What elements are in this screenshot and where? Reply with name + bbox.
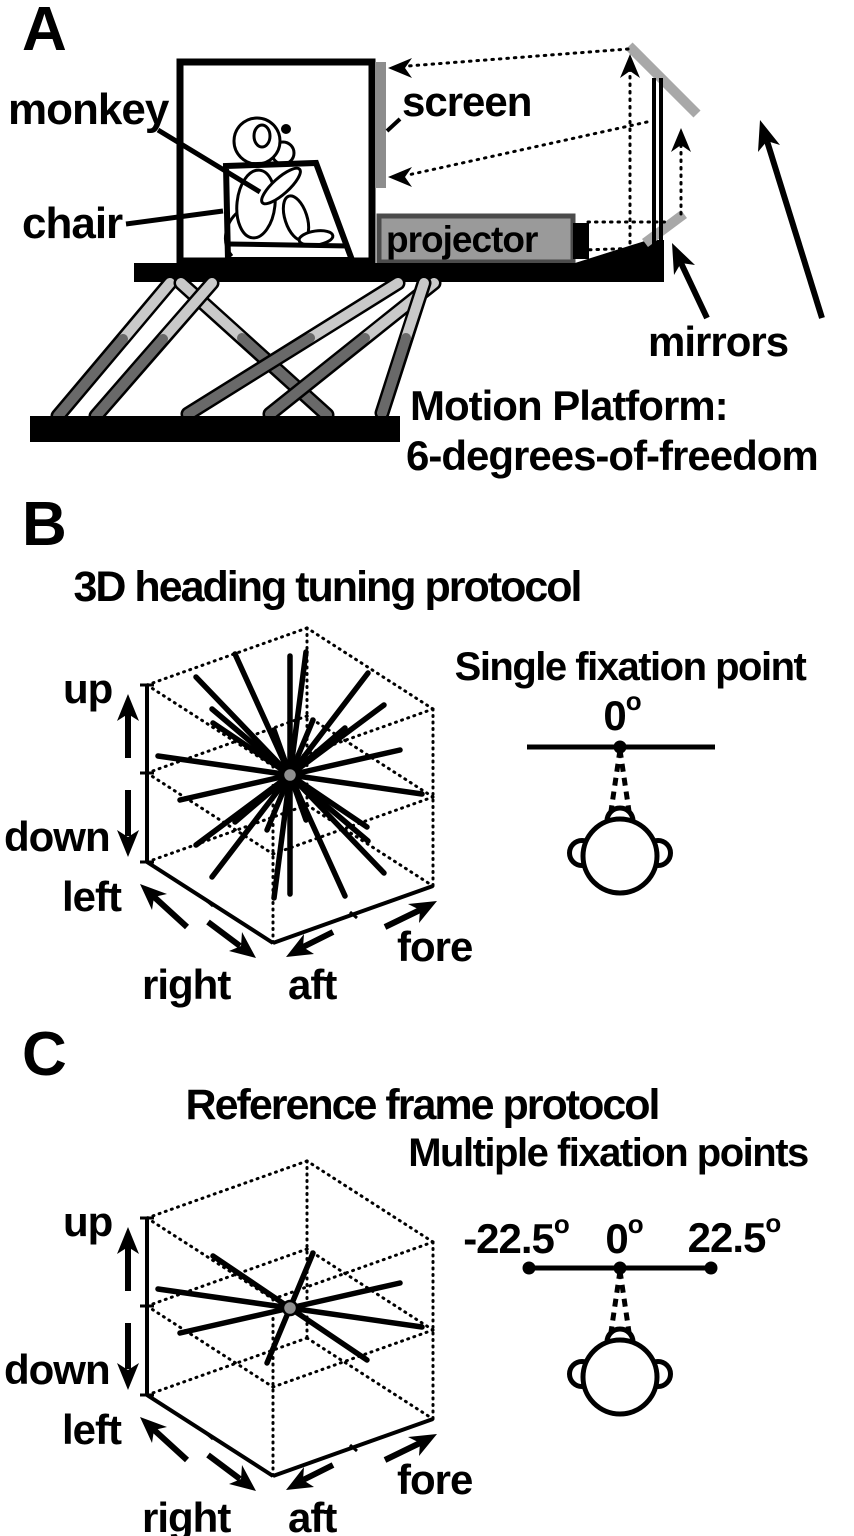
- panel-b-fixation-heading: Single fixation point: [455, 645, 807, 689]
- axis-label-up: up: [63, 665, 112, 712]
- axis-label-fore: fore: [397, 1456, 472, 1503]
- projector-label: projector: [386, 219, 538, 260]
- axis-label-down: down: [4, 813, 110, 860]
- screen-bar: [375, 62, 386, 188]
- axis-label-up: up: [63, 1198, 112, 1245]
- screen-label: screen: [402, 78, 531, 125]
- axis-label-right: right: [142, 961, 231, 1008]
- mirrors-label: mirrors: [648, 318, 788, 365]
- platform-top-bar: [134, 263, 658, 282]
- fixation-angle-label-right: 22.5o: [688, 1208, 781, 1261]
- chair-frame: [222, 159, 357, 263]
- origin-dot: [281, 766, 299, 784]
- mirror-bottom: [642, 209, 687, 248]
- panel-a-letter: A: [22, 0, 67, 64]
- mirrors-arrow-short-head-icon: [672, 243, 695, 275]
- monkey-arm: [260, 166, 302, 206]
- panel-b-fixation-diagram: Single fixation point 0o: [455, 645, 808, 896]
- axis-label-fore: fore: [397, 923, 472, 970]
- mirror-mount-wedge: [575, 240, 664, 282]
- fixation-point-dot-center: [613, 1261, 627, 1275]
- projector-lens: [573, 223, 589, 259]
- head-top-view: [567, 1326, 673, 1417]
- beam-up-arrow2-icon: [671, 128, 691, 152]
- mirrors-arrow-long-head-icon: [758, 120, 780, 152]
- panel-c-letter: C: [22, 1020, 67, 1089]
- screen-top-arrow-icon: [388, 58, 412, 78]
- fixation-point-dot: [613, 740, 627, 754]
- screen-bottom-arrow-icon: [388, 167, 412, 187]
- projector-box: [376, 213, 576, 265]
- panel-b-3d-plot: up down left right aft fore: [4, 628, 473, 1008]
- panel-c-fixation-diagram: -22.5o 0o 22.5o: [463, 1208, 781, 1417]
- beam-up-arrow-icon: [620, 54, 640, 78]
- monkey-body: [235, 168, 277, 240]
- fixation-angle-label: 0o: [603, 686, 640, 739]
- panel-c-title: Reference frame protocol: [186, 1081, 659, 1129]
- panel-c-fixation-heading: Multiple fixation points: [408, 1131, 808, 1175]
- mirrors-arrow-short: [678, 261, 710, 320]
- heading-direction-rays: [155, 1250, 425, 1366]
- gaze-line-right: [617, 749, 633, 819]
- panel-a: A monkey chair screen: [8, 0, 825, 479]
- heading-direction-rays: [155, 649, 425, 901]
- platform-caption-line1: Motion Platform:: [410, 382, 728, 429]
- monkey-label: monkey: [8, 85, 170, 134]
- fixation-point-dot-right: [704, 1261, 718, 1275]
- axis-label-left: left: [62, 873, 122, 920]
- platform-legs: [50, 275, 442, 424]
- fixation-angle-label-center: 0o: [605, 1209, 642, 1262]
- panel-c: C Reference frame protocol Multiple fixa…: [4, 1020, 810, 1536]
- fixation-angle-label-left: -22.5o: [463, 1209, 569, 1262]
- axis-label-aft: aft: [288, 961, 337, 1008]
- monkey-headpost: [281, 124, 291, 134]
- panel-b-letter: B: [22, 490, 67, 559]
- axis-label-left: left: [62, 1406, 122, 1453]
- axis-label-aft: aft: [288, 1494, 337, 1536]
- gaze-line-left: [607, 749, 623, 819]
- head: [580, 816, 660, 896]
- chair-label: chair: [22, 199, 123, 248]
- chair-leader-line: [125, 208, 224, 227]
- axis-label-right: right: [142, 1494, 231, 1536]
- screen-leader-line: [385, 117, 402, 133]
- panel-b-title: 3D heading tuning protocol: [74, 563, 581, 611]
- panel-b: B 3D heading tuning protocol up down lef…: [4, 490, 808, 1008]
- projection-beams: [406, 47, 691, 252]
- mirrors-arrow-long: [764, 140, 825, 319]
- monkey-leader-line: [156, 127, 262, 195]
- fixation-point-dot-left: [522, 1261, 536, 1275]
- monkey-eye: [252, 123, 272, 149]
- axis-label-down: down: [4, 1346, 110, 1393]
- platform-caption-line2: 6-degrees-of-freedom: [406, 432, 818, 479]
- head: [580, 1337, 660, 1417]
- head-top-view: [567, 805, 673, 896]
- origin-dot: [281, 1299, 299, 1317]
- gaze-line-right: [617, 1270, 633, 1340]
- platform-base-bar: [30, 416, 400, 442]
- gaze-line-left: [607, 1270, 623, 1340]
- panel-c-3d-plot: up down left right aft fore: [4, 1161, 473, 1536]
